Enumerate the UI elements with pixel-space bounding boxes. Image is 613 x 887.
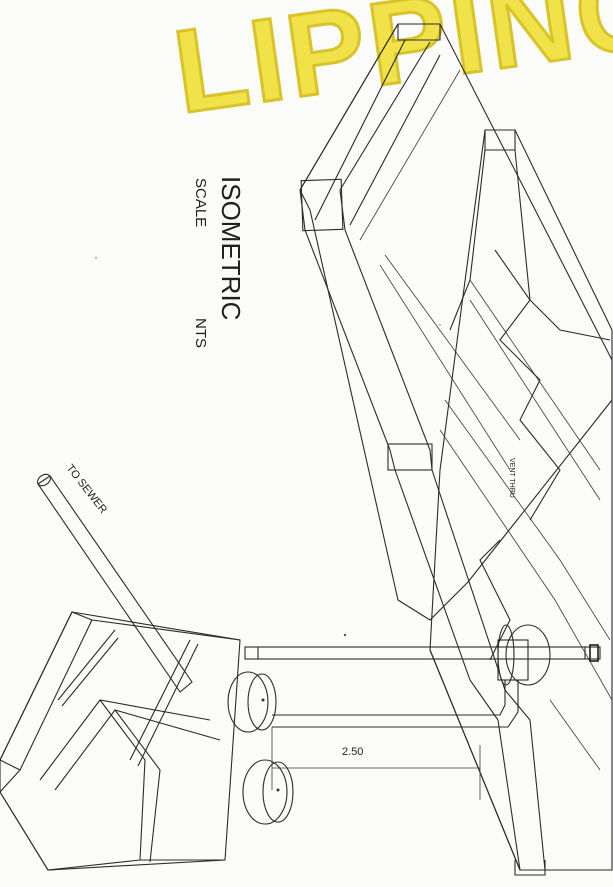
vent-thru-label: VENT THRU (508, 458, 515, 498)
scale-value: NTS (192, 318, 209, 348)
to-sewer-label: TO SEWER (64, 462, 109, 516)
upper-slab (299, 23, 613, 721)
pipe-fitting (497, 624, 551, 686)
title-main: ISOMETRIC (216, 176, 246, 320)
watermark-text: LIPPINCOTT (166, 0, 613, 139)
watermark: LIPPINCOTT (165, 0, 613, 140)
sewer-pipe (37, 473, 193, 693)
dimension-label: 2.50 (342, 746, 363, 758)
vent-pipe (244, 644, 601, 662)
drain-pipe (271, 680, 519, 790)
tank-covers (227, 671, 294, 825)
holding-tank (0, 611, 241, 871)
scale-label: SCALE (192, 178, 209, 227)
dimension-line: 2.50 (272, 745, 481, 800)
lower-slab (429, 129, 613, 876)
drawing-title: ISOMETRIC SCALE NTS (192, 176, 246, 348)
